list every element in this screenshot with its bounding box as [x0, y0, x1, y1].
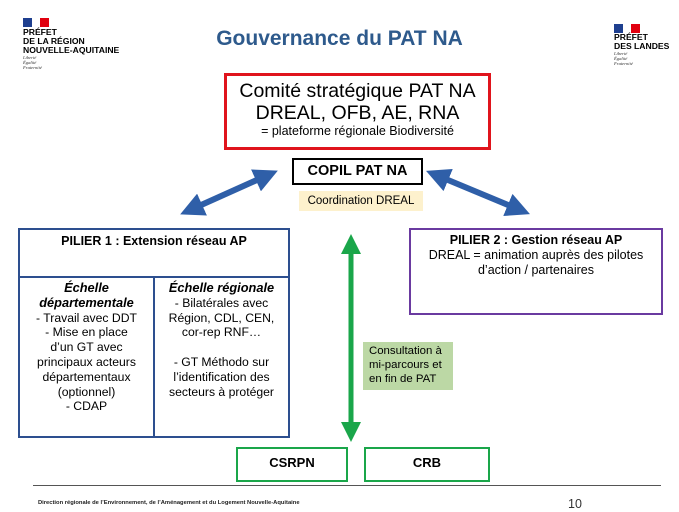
- footer-text: Direction régionale de l’Environnement, …: [38, 500, 300, 506]
- logo-line: PRÉFET: [23, 27, 57, 37]
- logo-line: DES LANDES: [614, 41, 670, 51]
- crb-box: CRB: [364, 447, 490, 482]
- consultation-note: Consultation à mi-parcours et en fin de …: [363, 342, 453, 390]
- col-line: - GT Méthodo sur: [173, 354, 270, 369]
- logo-motto: Fraternité: [614, 61, 633, 66]
- pilier1-box: PILIER 1 : Extension réseau AP Échelle d…: [18, 228, 290, 438]
- logo-motto: Liberté: [614, 51, 628, 56]
- consultation-line: Consultation à: [369, 345, 442, 357]
- consultation-line: en fin de PAT: [369, 372, 437, 385]
- flag-icon: [614, 20, 640, 33]
- logo-line: DE LA RÉGION: [23, 36, 85, 46]
- csrpn-box: CSRPN: [236, 447, 348, 482]
- comite-title: Comité stratégique PAT NA: [239, 80, 476, 102]
- flag-icon: [23, 14, 49, 27]
- col-line: d’un GT avec: [50, 340, 123, 355]
- logo-motto: Égalité: [23, 60, 37, 65]
- footer-divider: [33, 485, 661, 486]
- logo-motto: Liberté: [23, 55, 37, 60]
- col-heading: Échelle: [64, 280, 109, 295]
- page-number: 10: [568, 497, 582, 511]
- pilier2-box: PILIER 2 : Gestion réseau AP DREAL = ani…: [409, 228, 663, 315]
- double-arrow-right-icon: [426, 169, 530, 216]
- comite-strategique-box: Comité stratégique PAT NA DREAL, OFB, AE…: [224, 73, 491, 150]
- logo-motto: Égalité: [614, 56, 628, 61]
- page-title: Gouvernance du PAT NA: [216, 27, 463, 50]
- col-line: principaux acteurs: [37, 354, 136, 369]
- pilier2-line: d’action / partenaires: [477, 263, 595, 277]
- col-line: - Mise en place: [45, 325, 128, 340]
- double-arrow-left-icon: [180, 169, 278, 216]
- copil-box: COPIL PAT NA: [292, 158, 423, 185]
- logo-line: PRÉFET: [614, 32, 648, 42]
- col-line: - Travail avec DDT: [36, 310, 137, 325]
- col-line: (optionnel): [57, 384, 116, 399]
- col-heading: Échelle régionale: [168, 280, 275, 295]
- col-line: - CDAP: [65, 399, 108, 414]
- col-line: secteurs à protéger: [168, 384, 274, 399]
- col-line: Région, CDL, CEN,: [168, 310, 275, 325]
- comite-subtitle: = plateforme régionale Biodiversité: [261, 124, 454, 138]
- col-line: - Bilatérales avec: [174, 295, 269, 310]
- pilier1-col-departementale: Échelle départementale - Travail avec DD…: [20, 280, 153, 414]
- logo-motto: Fraternité: [23, 65, 42, 70]
- coordination-label: Coordination DREAL: [299, 191, 423, 211]
- pilier1-col-regionale: Échelle régionale - Bilatérales avec Rég…: [155, 280, 288, 399]
- pilier2-line: DREAL = animation auprès des pilotes: [428, 248, 644, 262]
- consultation-line: mi-parcours et: [369, 358, 442, 371]
- col-line: départementaux: [42, 369, 131, 384]
- col-line: l’identification des: [173, 369, 270, 384]
- pilier2-title: PILIER 2 : Gestion réseau AP: [449, 233, 623, 247]
- col-line: [155, 340, 288, 355]
- pilier1-title: PILIER 1 : Extension réseau AP: [20, 230, 288, 278]
- col-heading: départementale: [39, 294, 134, 310]
- comite-members: DREAL, OFB, AE, RNA: [255, 102, 460, 124]
- pilier1-divider: [153, 278, 155, 436]
- logo-line: NOUVELLE-AQUITAINE: [23, 45, 120, 55]
- col-line: cor-rep RNF…: [181, 325, 262, 340]
